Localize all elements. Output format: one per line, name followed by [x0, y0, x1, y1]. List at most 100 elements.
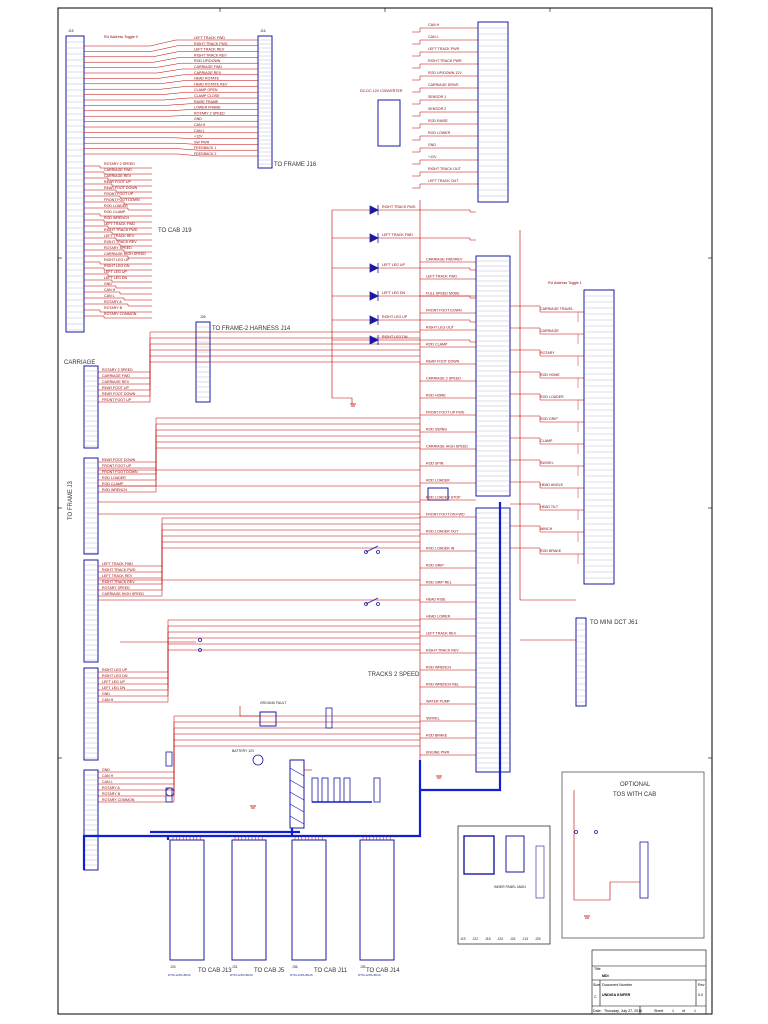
wire-label-right-8: HEAD ANGLE [540, 483, 564, 487]
connector-pin-rows [66, 27, 614, 866]
wire-label-j15-3: REAR FOOT UP [104, 180, 131, 184]
wire-label-left-4-3: ROTARY A [102, 786, 120, 790]
wire-label-left-2-1: RIGHT TRACK FWD [102, 568, 136, 572]
dc-converter-label: DC-DC 12V CONVERTER [360, 89, 403, 93]
bottom-part-1: DTM-12PA-B016 [168, 973, 191, 977]
wire-label-mid-12: ROD SPIN [426, 462, 444, 466]
wire-label-right-11: ROD BRAKE [540, 549, 562, 553]
ground-block [289, 759, 305, 829]
bottom-connector-1 [169, 839, 205, 961]
wire-label-j15-0: ROTARY 2 SPEED [104, 162, 135, 166]
wire-label-mid-19: ROD GRIP REL [426, 581, 452, 585]
wire-label-j15-11: RIGHT TRACK FWD [104, 228, 138, 232]
optional-wiring [573, 790, 640, 901]
wire-label-mid-2: FULL SPEED MODE [426, 292, 460, 296]
title-to-mini-dct: TO MINI DCT J61 [590, 620, 638, 626]
wire-label-mid-27: SWIVEL [426, 717, 440, 721]
wire-label-top-2: LEFT TRACK REV [194, 48, 225, 52]
wire-label-can-9: ROD LOWER [428, 131, 451, 135]
optional-title-1: OPTIONAL [620, 782, 651, 788]
battery-label: BATTERY 12V [232, 749, 255, 753]
wire-label-can-3: RIGHT TRACK PWR [428, 59, 462, 63]
bottom-title-3: TO CAB J11 [314, 968, 348, 974]
wire-label-top-15: CAN H [194, 123, 206, 127]
wire-label-can-5: CARRIAGE DRIVE [428, 83, 459, 87]
bottom-title-2: TO CAB J5 [254, 968, 285, 974]
bottom-ref-1: J33 [170, 965, 176, 969]
wire-label-mid-14: ROD LOADER STOP [426, 496, 461, 500]
wire-label-left-2-3: RIGHT TRACK REV [102, 580, 135, 584]
strip-label-6: J25 [535, 937, 541, 941]
strip-label-4: J24 [510, 937, 516, 941]
wire-label-top-20: FEEDBACK 2 [194, 152, 216, 156]
wire-label-left-3-1: RIGHT LEG DN [102, 674, 128, 678]
wire-label-mid-17: ROD LOADER IN [426, 547, 455, 551]
wire-label-can-7: SENSOR 2 [428, 107, 446, 111]
panel-terminal [535, 845, 545, 899]
bottom-connector-4 [359, 839, 395, 961]
strip-label-3: J20 [498, 937, 504, 941]
tb-sheet-label: Sheet [654, 1009, 663, 1013]
tracks-speed-label: TRACKS 2 SPEED [368, 672, 420, 678]
tb-doc-label: Document Number [602, 983, 633, 987]
wire-label-top-10: CLAMP CLOSE [194, 94, 220, 98]
connector-mini-dct [575, 617, 587, 707]
wire-label-left-2-0: LEFT TRACK FWD [102, 562, 133, 566]
wire-label-left-0-4: REAR FOOT DOWN [102, 392, 136, 396]
wire-label-mid-25: ROD WRENCH REL [426, 683, 459, 687]
wire-label-left-1-1: FRONT FOOT UP [102, 464, 132, 468]
tb-title: MDI [602, 974, 609, 978]
diode-label-4: RIGHT LEG UP [382, 315, 408, 319]
tb-doc: UNDIGA KSIFER [602, 993, 631, 997]
strip-label-5: J13 [523, 937, 529, 941]
wire-label-right-2: ROTARY [540, 351, 555, 355]
wire-label-top-18: SW PWR [194, 140, 210, 144]
ground-symbols [250, 403, 590, 919]
tb-rev: 0.0 [698, 993, 703, 997]
wire-label-mid-22: LEFT TRACK REV [426, 632, 457, 636]
wire-label-j15-1: CARRIAGE FWD [104, 168, 132, 172]
bottom-part-2: DTM-12PA-B016 [230, 973, 253, 977]
wire-label-right-6: CLAMP [540, 439, 553, 443]
ref-j15: J15 [68, 29, 74, 33]
diode-label-0: RIGHT TRACK FWD [382, 205, 416, 209]
wire-label-can-8: ROD RAISE [428, 119, 448, 123]
switches [165, 545, 598, 834]
wire-label-mid-24: ROD WRENCH [426, 666, 452, 670]
bottom-connector-2 [231, 839, 267, 961]
wire-label-can-13: LEFT TRACK OUT [428, 179, 459, 183]
wire-label-left-1-3: ROD LOADER [102, 476, 126, 480]
ground-block-hatch [289, 767, 305, 825]
bottom-part-4: DTM-12PA-B016 [358, 973, 381, 977]
wire-label-mid-23: RIGHT TRACK REV [426, 649, 459, 653]
wire-label-left-3-4: GND [102, 692, 110, 696]
wire-label-top-9: CLAMP OPEN [194, 88, 218, 92]
ref-j26: J26 [200, 315, 206, 319]
strip-label-2: J18 [485, 937, 491, 941]
wire-label-j15-16: RIGHT LEG UP [104, 258, 130, 262]
title-to-frame-j3: TO FRAME J3 [68, 480, 74, 520]
wire-label-mid-26: WATER PUMP [426, 700, 451, 704]
wire-label-top-12: LOWER FRAME [194, 106, 221, 110]
wire-label-j15-9: ROD WRENCH [104, 216, 130, 220]
wire-label-top-8: HEAD ROTATE REV [194, 82, 228, 86]
wire-label-j15-23: ROTARY A [104, 300, 122, 304]
wire-label-left-0-3: REAR FOOT UP [102, 386, 129, 390]
bottom-title-1: TO CAB J13 [198, 968, 232, 974]
wire-label-top-17: +12V [194, 135, 203, 139]
wire-label-j15-2: CARRIAGE REV [104, 174, 132, 178]
border-ticks [58, 8, 712, 759]
wire-label-can-1: CAN L [428, 35, 439, 39]
wire-label-left-0-2: CARRIAGE REV [102, 380, 130, 384]
wire-label-j15-10: LEFT TRACK FWD [104, 222, 135, 226]
wire-label-j15-20: GND [104, 282, 112, 286]
tb-rev-label: Rev [698, 983, 705, 987]
wire-label-j15-5: FRONT FOOT UP [104, 192, 134, 196]
wire-label-left-0-5: FRONT FOOT UP [102, 398, 132, 402]
wire-label-mid-11: CARRIAGE HIGH SPEED [426, 445, 468, 449]
wire-label-mid-16: ROD LOADER OUT [426, 530, 459, 534]
wire-label-right-3: ROD HOME [540, 373, 560, 377]
title-to-frame2-harness: TO FRAME-2 HARNESS J14 [212, 326, 291, 332]
module-center-lower [475, 507, 511, 773]
wire-label-left-4-0: GND [102, 768, 110, 772]
